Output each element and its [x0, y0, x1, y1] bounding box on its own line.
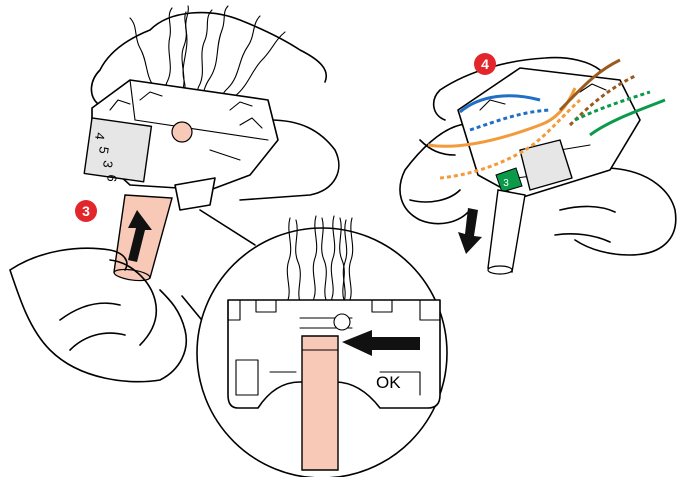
- step3-number: 3: [82, 203, 90, 219]
- step4-illustration: 3 4: [400, 53, 676, 274]
- connector-body-left: 4 5 3 6: [84, 80, 278, 210]
- down-arrow-icon: [458, 208, 482, 254]
- tag-label: 3: [503, 178, 509, 189]
- ok-label: OK: [376, 373, 401, 392]
- wire-bundle-tip: [172, 122, 192, 142]
- lower-hand: [10, 248, 186, 381]
- detail-callout: OK: [182, 210, 447, 477]
- step4-number: 4: [481, 56, 489, 72]
- port-label-6: 6: [104, 174, 120, 183]
- cable-sheath-detail: [302, 336, 338, 470]
- cable-right: [488, 190, 525, 272]
